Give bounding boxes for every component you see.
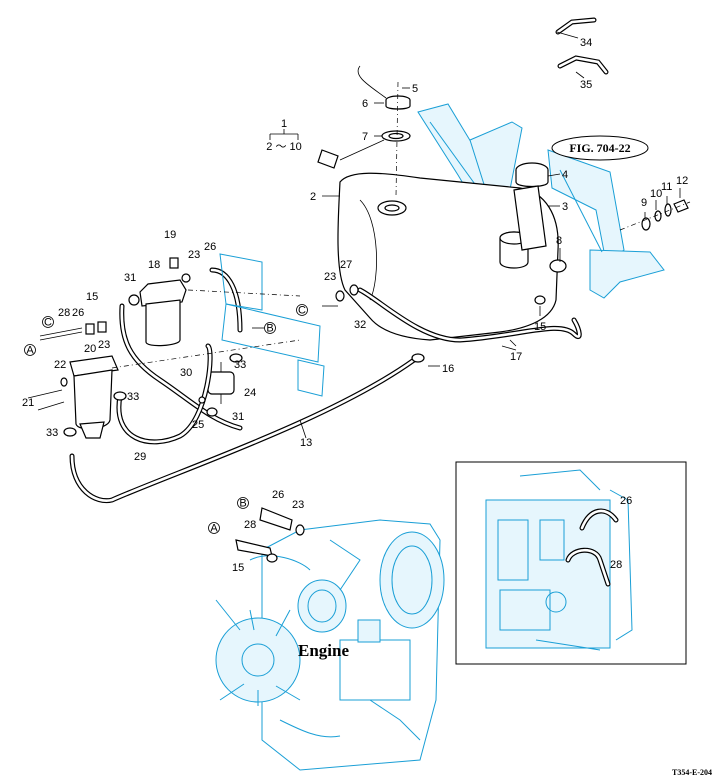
drawing-code: T354-E-204 [672, 768, 712, 777]
part-label-35: 35 [580, 79, 592, 91]
fuel-level-sender [317, 65, 411, 197]
part-label-23a: 23 [188, 249, 200, 261]
part-label-11: 11 [661, 181, 672, 193]
part-label-26c: 26 [272, 489, 284, 501]
fuel-hoses [69, 17, 609, 504]
part-label-16: 16 [442, 363, 454, 375]
part-label-22: 22 [54, 359, 66, 371]
part-label-33b: 33 [46, 427, 58, 439]
connector-marks: A C B C B A [24, 304, 308, 535]
water-separator [69, 355, 119, 439]
part-label-26: 26 [204, 241, 216, 253]
part-label-26d: 26 [620, 495, 632, 507]
part-label-15: 15 [86, 291, 98, 303]
part-label-26b: 26 [72, 307, 84, 319]
engine-label: Engine [298, 641, 349, 660]
part-label-5: 5 [412, 83, 418, 95]
part-label-30: 30 [180, 367, 192, 379]
part-label-28c: 28 [610, 559, 622, 571]
part-label-32: 32 [354, 319, 366, 331]
connector-c-mark-2: C [298, 305, 306, 317]
part-label-33a: 33 [127, 391, 139, 403]
engine-illustration [215, 507, 445, 771]
engine-inset [455, 461, 687, 665]
part-label-2: 2 [310, 191, 316, 203]
group-label-top: 1 [281, 118, 287, 130]
mounting-hardware [619, 199, 691, 231]
connector-b-mark: B [266, 323, 273, 335]
part-label-23b: 23 [98, 339, 110, 351]
part-label-20: 20 [84, 343, 96, 355]
fuel-pump [207, 362, 235, 404]
part-label-28b: 28 [244, 519, 256, 531]
filter-bracket [111, 253, 325, 397]
part-label-17: 17 [510, 351, 522, 363]
part-label-8: 8 [556, 235, 562, 247]
filler-cap-assembly [513, 162, 549, 251]
part-label-33c: 33 [234, 359, 246, 371]
connector-c-mark: C [44, 317, 52, 329]
part-label-10: 10 [650, 188, 662, 200]
part-label-24: 24 [244, 387, 256, 399]
part-label-25: 25 [192, 419, 204, 431]
part-label-23c: 23 [324, 271, 336, 283]
part-label-19: 19 [164, 229, 176, 241]
fastener-hardware [27, 259, 567, 437]
group-label-range: 2 ～ 10 [266, 141, 301, 153]
part-label-9: 9 [641, 197, 647, 209]
part-label-18: 18 [148, 259, 160, 271]
leader-lines [299, 31, 681, 439]
figure-reference-label: FIG. 704-22 [569, 141, 630, 155]
fuel-filter [139, 257, 187, 347]
connector-a-mark-2: A [210, 523, 218, 535]
group-bracket [269, 129, 299, 140]
part-label-4: 4 [562, 169, 568, 181]
part-label-31a: 31 [124, 272, 136, 284]
part-label-13: 13 [300, 437, 312, 449]
part-label-23d: 23 [292, 499, 304, 511]
part-labels: 1 2 ～ 10 34 35 5 6 7 2 4 3 8 9 10 11 12 … [22, 37, 688, 574]
part-label-34: 34 [580, 37, 592, 49]
part-label-29: 29 [134, 451, 146, 463]
part-label-7: 7 [362, 131, 368, 143]
part-label-12: 12 [676, 175, 688, 187]
connector-a-mark: A [26, 345, 34, 357]
part-label-15c: 15 [232, 562, 244, 574]
part-label-31b: 31 [232, 411, 244, 423]
part-label-21: 21 [22, 397, 34, 409]
part-label-28: 28 [58, 307, 70, 319]
part-label-6: 6 [362, 98, 368, 110]
part-label-3: 3 [562, 201, 568, 213]
connector-b-mark-2: B [239, 498, 246, 510]
part-label-27: 27 [340, 259, 352, 271]
part-label-15b: 15 [534, 321, 546, 333]
figure-reference: FIG. 704-22 [551, 135, 649, 161]
